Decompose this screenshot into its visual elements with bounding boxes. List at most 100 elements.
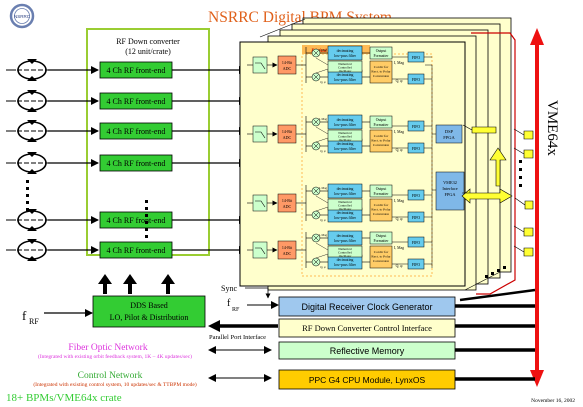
iq-label: Q, φ [320,218,326,223]
fifo-label: FIFO [412,56,420,60]
dds-box [92,295,206,328]
decimating-label-2: low-pass filter [334,147,357,151]
nco-label-1: Numerical [338,200,352,204]
rf-frontend-label: 4 Ch RF front-end [107,246,166,255]
board-ellipsis [485,160,522,278]
bpm-pickups [6,59,99,261]
rf-frontend-group: 4 Ch RF front-end 4 Ch RF front-end 4 Ch R… [99,61,247,259]
vme32-line2: Interface [442,186,457,191]
fiber-network-title: Fiber Optic Network [68,343,147,353]
lowpass-filter [252,241,268,259]
nco-label-3: Oscillator [339,254,353,258]
decimating-label-2: low-pass filter [334,54,357,58]
decimating-label-2: low-pass filter [334,216,357,220]
bpm-pickup [6,59,99,81]
decimating-label-1: decimating [337,211,354,215]
bpm-pickup [6,152,99,174]
cordic-label-1: Cordic for [374,203,389,207]
dsp-fpga-line2: FPGA [443,135,455,140]
adc-label-line2: ADC [283,251,292,256]
cordic-box [369,245,393,269]
decimating-label-1: decimating [337,142,354,146]
nco-box [327,129,363,142]
decimating-label-2: low-pass filter [334,263,357,267]
adc-box [277,240,297,260]
control-network-note: (Integrated with existing control system… [33,381,197,388]
magnitude-label: I, Mag [394,130,404,135]
pickup-ellipsis-dot [26,187,29,190]
iq-label: Q, φ [320,80,326,85]
decimating-label-1: decimating [337,258,354,262]
control-interface-label: RF Down Converter Control Interface [302,323,432,333]
decimating-label-1: decimating [337,118,354,122]
dsp-fpga-line1: DSP [445,129,454,134]
phase-label: Q, φ [396,79,404,84]
fifo-label: FIFO [412,194,420,198]
clock-generator-label: Digital Receiver Clock Generator [301,302,432,312]
decimating-label-2: low-pass filter [334,239,357,243]
phase-label: Q, φ [396,148,404,153]
nco-label-3: Oscillator [339,69,353,73]
vme-bus-arrows [461,124,534,257]
fifo-label: FIFO [412,263,420,267]
rf-downconverter-subtitle: (12 unit/crate) [125,47,171,56]
cordic-label-2: Rect. to Polar [371,70,391,74]
footer-text: 18+ BPMs/VME64x crate [6,392,122,404]
parallel-port-label: Parallel Port Interface [209,334,266,341]
iq-label: I, Mag [319,233,327,238]
cordic-box [369,129,393,153]
cpu-module-label: PPC G4 CPU Module, LynxOS [309,375,426,385]
adc-label-line1: 14-Bit [282,60,293,65]
frontend-ellipsis [145,200,148,238]
block-bus-lines [455,288,536,381]
adc-label-line2: ADC [283,204,292,209]
nco-box [327,60,363,73]
bpm-pickup [6,120,99,142]
vme32-fpga-box [435,171,465,211]
control-interface-block [278,318,456,338]
output-formatter-label-1: Output [376,49,387,53]
vme64x-label: VME64x [544,100,560,156]
rf-frontend-label: 4 Ch RF front-end [107,127,166,136]
nco-label-2: Controlled [338,135,352,139]
dds-line1: DDS Based [130,301,168,310]
nco-label-2: Controlled [338,66,352,70]
lowpass-filter [252,194,268,212]
frf2-label: f [227,298,231,309]
rf-downconverter-title: RF Down converter [116,37,180,46]
fifo-label: FIFO [412,241,420,245]
cordic-label-2: Rect. to Polar [371,255,391,259]
pickup-ellipsis-dot [26,208,29,211]
nco-label-1: Numerical [338,62,352,66]
adc-label-line1: 14-Bit [282,245,293,250]
nsrrc-logo: NSRRC [9,3,35,29]
iq-label: I, Mag [319,117,327,122]
nco-label-1: Numerical [338,131,352,135]
vme32-line1: VME32 [443,180,457,185]
cordic-box [369,60,393,84]
nco-label-2: Controlled [338,204,352,208]
rf-frontend-label: 4 Ch RF front-end [107,97,166,106]
lowpass-filter [252,56,268,74]
adc-box [277,55,297,75]
output-formatter-label-2: Formatter [374,192,390,196]
adc-label-line1: 14-Bit [282,129,293,134]
date-text: November 16, 2002 [531,398,575,404]
frf-label-sub: RF [29,317,39,326]
adc-box [277,124,297,144]
frf2-label-sub: RF [232,307,240,313]
magnitude-label: I, Mag [394,199,404,204]
bpm-pickup [6,239,99,261]
magnitude-label: I, Mag [394,246,404,251]
output-formatter-label-1: Output [376,187,387,191]
frf-label: f [22,308,27,323]
lowpass-filter [252,125,268,143]
fifo-label: FIFO [412,147,420,151]
cordic-label-3: Conversion [373,74,389,78]
vme64x-bus [530,28,544,387]
dds-line2: LO, Pilot & Distribution [110,313,189,322]
nco-label-2: Controlled [338,251,352,255]
cordic-label-2: Rect. to Polar [371,139,391,143]
